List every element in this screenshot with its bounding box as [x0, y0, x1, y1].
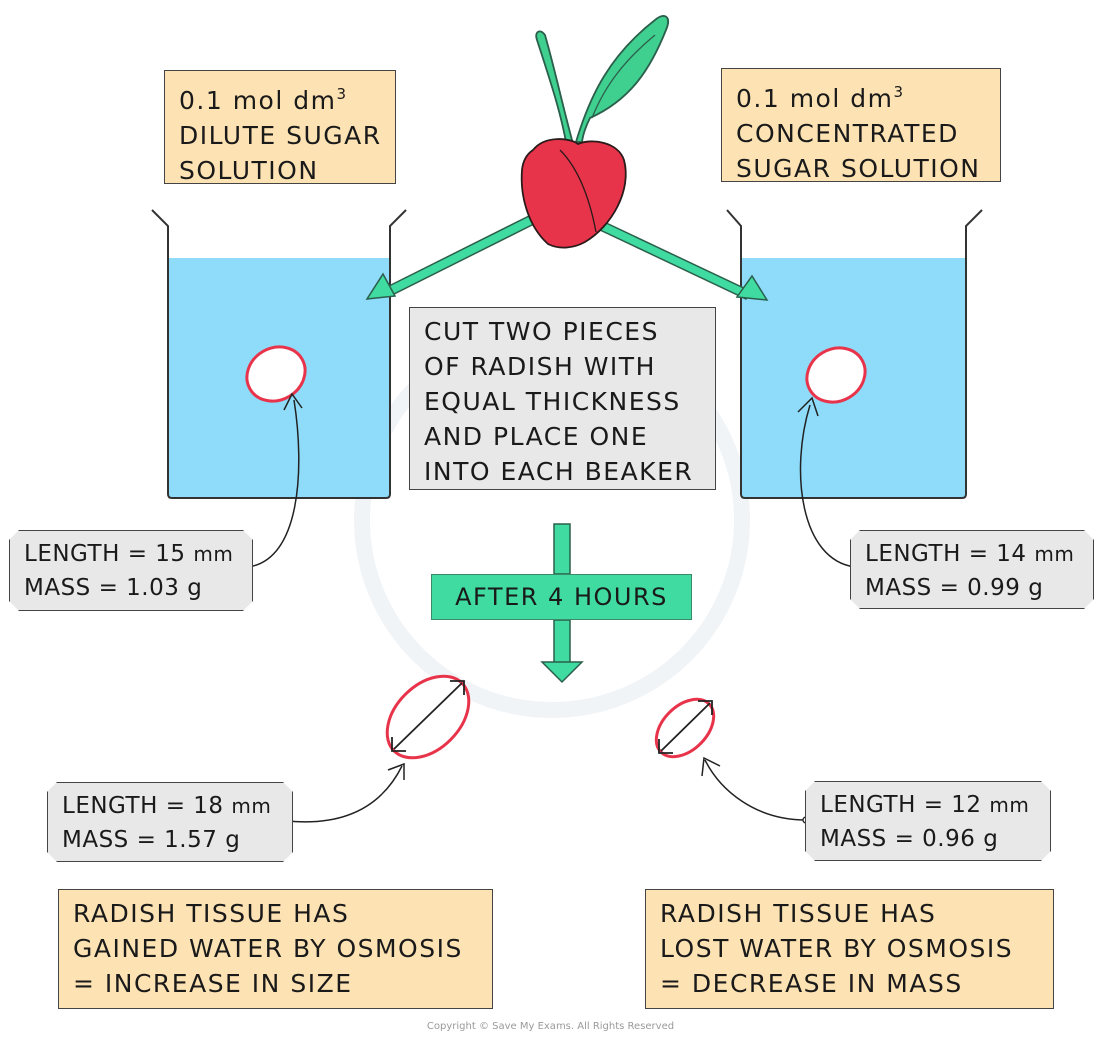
after-left-mass: MASS = 1.57 g — [62, 827, 241, 853]
conclusion-left: RADISH TISSUE HAS GAINED WATER BY OSMOSI… — [58, 889, 493, 1009]
left-solution-label: 0.1 mol dm3 DILUTE SUGAR SOLUTION — [164, 70, 396, 185]
instruction-line-1: CUT TWO PIECES — [424, 317, 659, 346]
before-right-measurements: LENGTH = 14 mm MASS = 0.99 g — [850, 530, 1094, 609]
instruction-line-3: EQUAL THICKNESS — [424, 387, 681, 416]
left-solution-line-3: SOLUTION — [179, 156, 319, 185]
after-left-length: LENGTH = 18 — [62, 793, 224, 819]
arrow-to-left-beaker — [365, 214, 538, 300]
instruction-line-5: INTO EACH BEAKER — [424, 457, 694, 486]
right-solution-line-3: SUGAR SOLUTION — [736, 154, 981, 183]
right-solution-line-2: CONCENTRATED — [736, 119, 959, 148]
left-slice-after — [385, 674, 471, 760]
conclusion-right-line-1: RADISH TISSUE HAS — [660, 899, 937, 928]
radish-illustration — [520, 15, 669, 249]
before-left-measurements: LENGTH = 15 mm MASS = 1.03 g — [9, 530, 253, 611]
instruction-line-4: AND PLACE ONE — [424, 422, 649, 451]
left-pointer-after-head — [387, 762, 405, 780]
conclusion-right: RADISH TISSUE HAS LOST WATER BY OSMOSIS … — [645, 889, 1054, 1009]
conclusion-left-line-2: GAINED WATER BY OSMOSIS — [73, 934, 463, 963]
before-right-length: LENGTH = 14 — [865, 541, 1027, 567]
before-right-mass: MASS = 0.99 g — [865, 575, 1044, 601]
left-pointer-before-head — [283, 392, 303, 411]
conclusion-right-line-2: LOST WATER BY OSMOSIS — [660, 934, 1014, 963]
instruction-box: CUT TWO PIECES OF RADISH WITH EQUAL THIC… — [409, 307, 716, 490]
conclusion-left-line-1: RADISH TISSUE HAS — [73, 899, 350, 928]
right-pointer-before — [799, 404, 856, 568]
after-right-length-unit: mm — [989, 793, 1030, 817]
after-left-measurements: LENGTH = 18 mm MASS = 1.57 g — [47, 782, 293, 862]
left-pointer-after — [286, 765, 403, 823]
time-arrow — [540, 523, 584, 684]
before-left-length: LENGTH = 15 — [24, 541, 186, 567]
left-solution-line-1: 0.1 mol dm — [179, 86, 337, 115]
before-right-length-unit: mm — [1034, 542, 1075, 566]
left-solution-superscript: 3 — [336, 85, 348, 103]
right-pointer-before-head — [797, 396, 819, 417]
before-left-mass: MASS = 1.03 g — [24, 575, 203, 601]
before-left-length-unit: mm — [193, 542, 234, 566]
conclusion-right-line-3: = DECREASE IN MASS — [660, 969, 963, 998]
after-4-hours-label: AFTER 4 HOURS — [431, 574, 692, 620]
left-slice-before — [245, 345, 307, 403]
conclusion-left-line-3: = INCREASE IN SIZE — [73, 969, 353, 998]
copyright-notice: Copyright © Save My Exams. All Rights Re… — [426, 1021, 675, 1032]
after-left-length-unit: mm — [231, 794, 272, 818]
right-slice-after — [654, 697, 716, 759]
right-solution-label: 0.1 mol dm3 CONCENTRATED SUGAR SOLUTION — [721, 68, 1001, 183]
right-pointer-after — [704, 759, 807, 821]
after-right-mass: MASS = 0.96 g — [820, 826, 999, 852]
instruction-line-2: OF RADISH WITH — [424, 352, 656, 381]
right-pointer-after-head — [701, 756, 721, 777]
after-right-measurements: LENGTH = 12 mm MASS = 0.96 g — [805, 781, 1051, 861]
left-pointer-before — [247, 399, 300, 568]
right-solution-superscript: 3 — [893, 83, 905, 101]
right-slice-before — [805, 346, 867, 404]
left-solution-line-2: DILUTE SUGAR — [179, 121, 382, 150]
after-right-length: LENGTH = 12 — [820, 792, 982, 818]
right-solution-line-1: 0.1 mol dm — [736, 84, 894, 113]
